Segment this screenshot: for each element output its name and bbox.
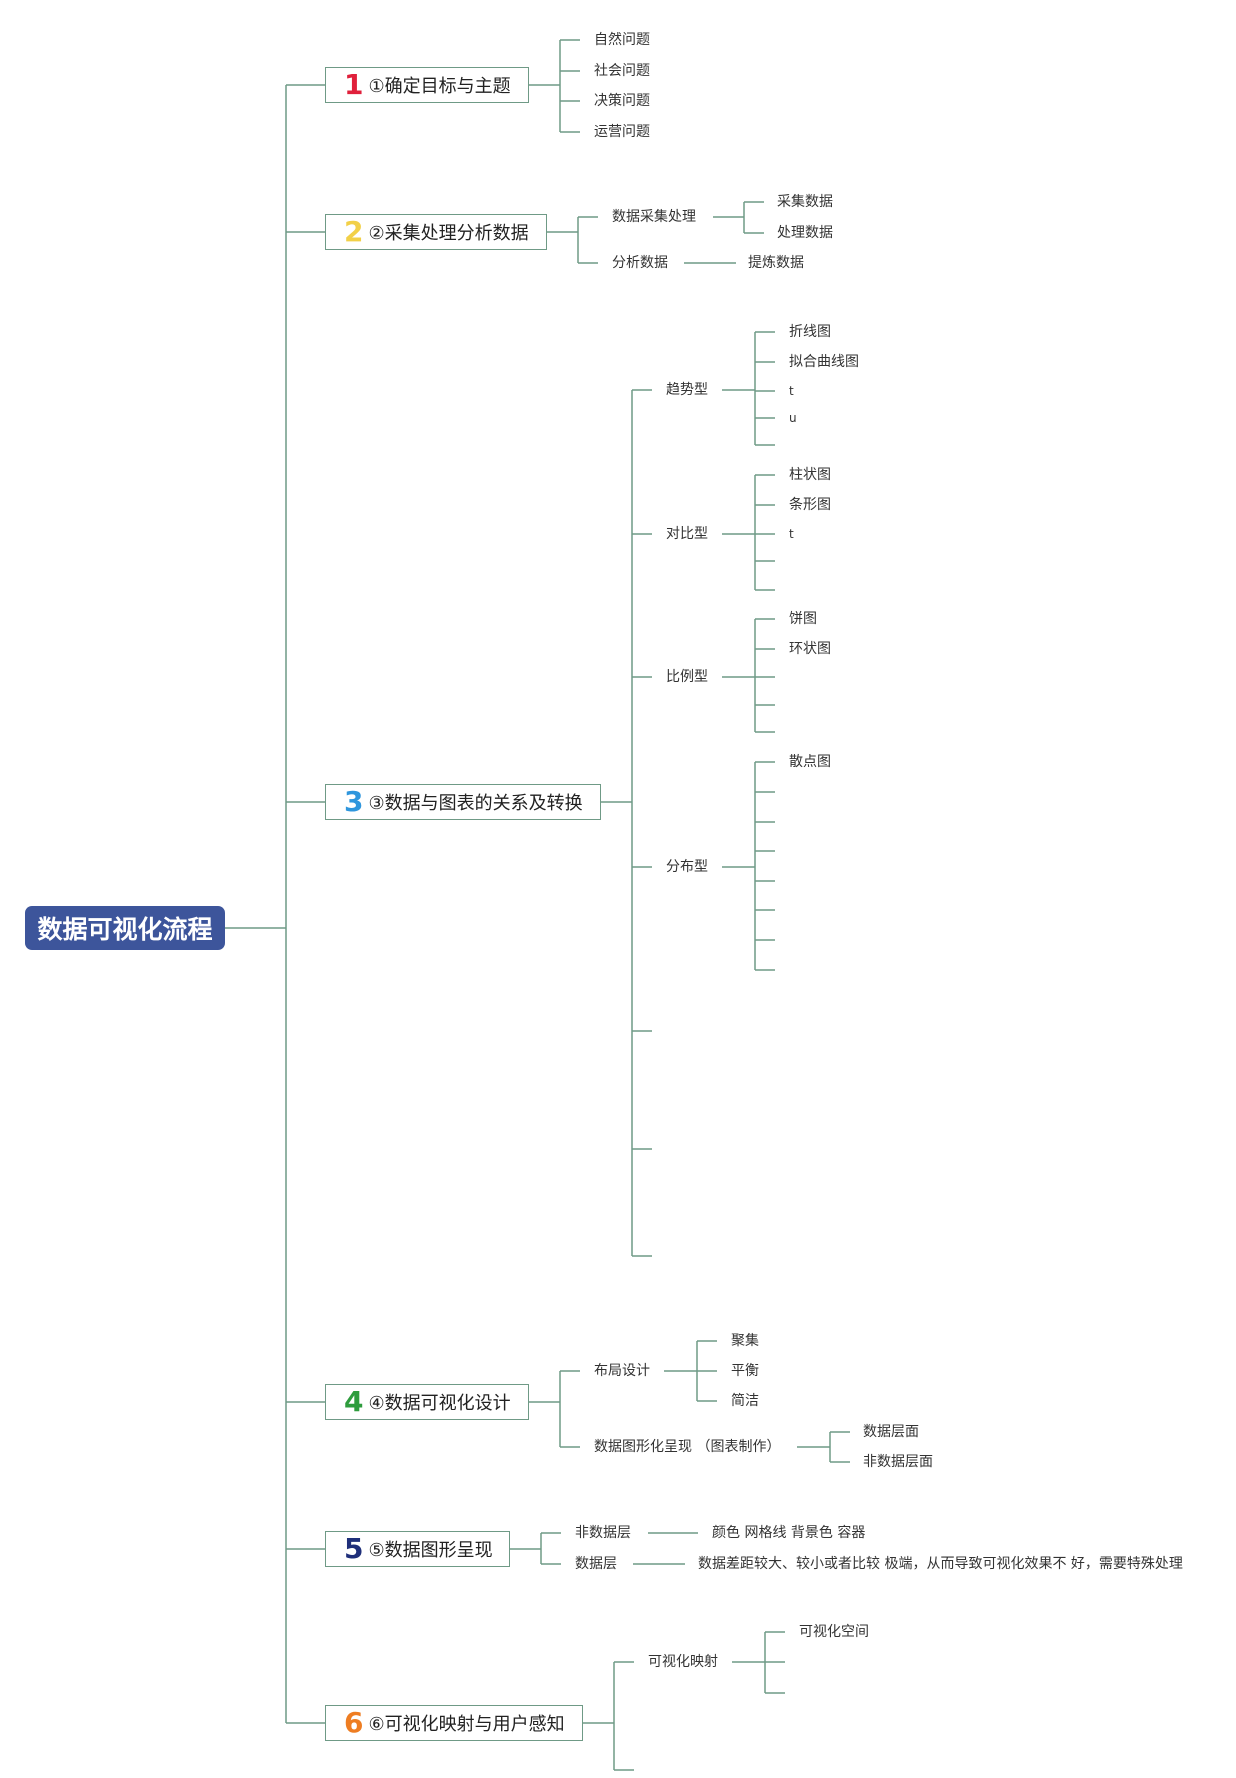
b3-compare-item[interactable]: 柱状图 [789, 467, 831, 483]
b3-type-ratio[interactable]: 比例型 [666, 669, 708, 685]
b3-trend-item[interactable]: t [789, 384, 794, 398]
b6-mapping-node[interactable]: 可视化映射 [648, 1654, 718, 1670]
branch-number: 4 [344, 1385, 364, 1418]
b1-item-operation[interactable]: 运营问题 [594, 124, 650, 140]
b4-layout-item[interactable]: 简洁 [731, 1393, 759, 1409]
branch-label: ②采集处理分析数据 [368, 223, 529, 244]
b3-compare-item[interactable]: t [789, 527, 794, 541]
b1-item-natural[interactable]: 自然问题 [594, 32, 650, 48]
branch-number: 3 [344, 785, 364, 818]
branch-5-node[interactable]: 5 ⑤数据图形呈现 [325, 1531, 510, 1567]
b4-graphic-node[interactable]: 数据图形化呈现 （图表制作） [594, 1439, 781, 1455]
branch-4-node[interactable]: 4 ④数据可视化设计 [325, 1384, 529, 1420]
b3-distribution-item[interactable]: 散点图 [789, 754, 831, 770]
branch-label: ④数据可视化设计 [368, 1393, 511, 1414]
b5-data-node[interactable]: 数据层 [575, 1556, 617, 1572]
branch-label: ①确定目标与主题 [368, 76, 511, 97]
b4-graphic-item[interactable]: 数据层面 [863, 1424, 919, 1440]
b2-collect-item[interactable]: 采集数据 [777, 194, 833, 210]
b1-item-social[interactable]: 社会问题 [594, 63, 650, 79]
b3-trend-item[interactable]: 折线图 [789, 324, 831, 340]
branch-number: 1 [344, 68, 364, 101]
branch-3-node[interactable]: 3 ③数据与图表的关系及转换 [325, 784, 601, 820]
b3-type-trend[interactable]: 趋势型 [666, 382, 708, 398]
b2-refine-item[interactable]: 提炼数据 [748, 255, 804, 271]
b4-layout-item[interactable]: 聚集 [731, 1333, 759, 1349]
b4-graphic-item[interactable]: 非数据层面 [863, 1454, 933, 1470]
b5-data-item[interactable]: 数据差距较大、较小或者比较 极端，从而导致可视化效果不 好，需要特殊处理 [698, 1556, 1183, 1572]
b3-compare-item[interactable]: 条形图 [789, 497, 831, 513]
branch-number: 2 [344, 215, 364, 248]
branch-number: 6 [344, 1706, 364, 1739]
branch-label: ⑥可视化映射与用户感知 [368, 1714, 565, 1735]
branch-number: 5 [344, 1532, 364, 1565]
root-node[interactable]: 数据可视化流程 [25, 906, 225, 950]
b2-collect-node[interactable]: 数据采集处理 [612, 209, 696, 225]
b3-trend-item[interactable]: 拟合曲线图 [789, 354, 859, 370]
branch-label: ③数据与图表的关系及转换 [368, 793, 583, 814]
branch-1-node[interactable]: 1 ①确定目标与主题 [325, 67, 529, 103]
b3-type-distribution[interactable]: 分布型 [666, 859, 708, 875]
b1-item-decision[interactable]: 决策问题 [594, 93, 650, 109]
b2-analyze-node[interactable]: 分析数据 [612, 255, 668, 271]
b5-nondata-node[interactable]: 非数据层 [575, 1525, 631, 1541]
branch-6-node[interactable]: 6 ⑥可视化映射与用户感知 [325, 1705, 583, 1741]
b4-layout-node[interactable]: 布局设计 [594, 1363, 650, 1379]
branch-label: ⑤数据图形呈现 [368, 1540, 493, 1561]
b3-type-compare[interactable]: 对比型 [666, 526, 708, 542]
b4-layout-item[interactable]: 平衡 [731, 1363, 759, 1379]
b3-ratio-item[interactable]: 环状图 [789, 641, 831, 657]
b5-nondata-item[interactable]: 颜色 网格线 背景色 容器 [712, 1525, 866, 1541]
branch-2-node[interactable]: 2 ②采集处理分析数据 [325, 214, 547, 250]
b6-mapping-item[interactable]: 可视化空间 [799, 1624, 869, 1640]
b2-process-item[interactable]: 处理数据 [777, 225, 833, 241]
b3-ratio-item[interactable]: 饼图 [789, 611, 817, 627]
b3-trend-item[interactable]: u [789, 411, 797, 425]
